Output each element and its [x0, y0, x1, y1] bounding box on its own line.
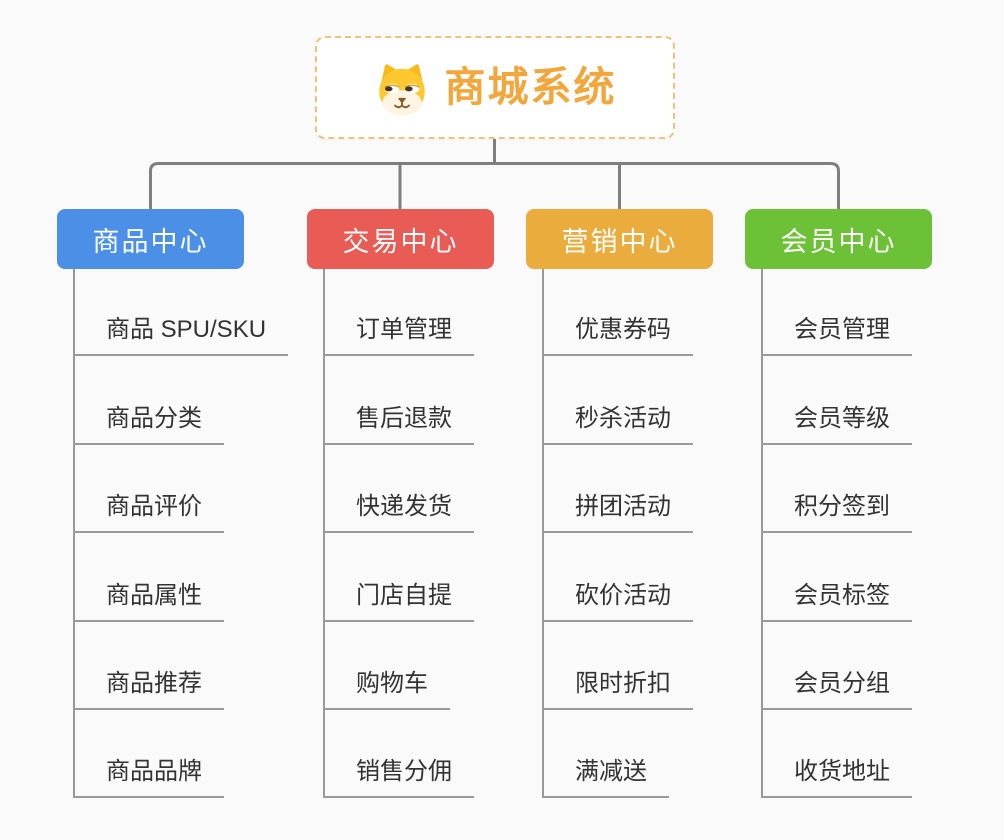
- sub-topic-label: 拼团活动: [542, 486, 693, 534]
- sub-topic-label: 会员标签: [761, 575, 912, 622]
- root-title: 商城系统: [444, 64, 617, 110]
- sub-topic-label: 商品 SPU/SKU: [73, 309, 289, 357]
- sub-topic-label: 商品分类: [73, 398, 224, 445]
- sub-topic-label: 销售分佣: [323, 751, 474, 799]
- branch-items: 商品 SPU/SKU 商品分类商品评价商品属性商品推荐商品品牌: [73, 268, 289, 799]
- branch-header-1[interactable]: 商品中心: [57, 209, 244, 269]
- sub-topic-label: 订单管理: [323, 309, 474, 357]
- branch-column: 交易中心 订单管理售后退款快递发货门店自提购物车销售分佣: [307, 209, 494, 799]
- branch-column: 商品中心 商品 SPU/SKU 商品分类商品评价商品属性商品推荐商品品牌: [57, 209, 289, 799]
- sub-topic-label: 快递发货: [323, 486, 474, 534]
- branch-header-2[interactable]: 交易中心: [307, 209, 494, 269]
- sub-topic-label: 商品推荐: [73, 663, 224, 710]
- branch-label: 交易中心: [342, 226, 459, 257]
- branch-header-4[interactable]: 会员中心: [745, 209, 932, 269]
- branch-header-3[interactable]: 营销中心: [526, 209, 713, 269]
- sub-topic-label: 会员管理: [761, 309, 912, 357]
- branch-column: 营销中心 优惠券码秒杀活动拼团活动砍价活动限时折扣满减送: [526, 209, 713, 799]
- sub-topic-label: 优惠券码: [542, 309, 693, 357]
- sub-topic[interactable]: 拼团活动: [542, 445, 693, 534]
- sub-topic[interactable]: 会员标签: [761, 533, 912, 622]
- sub-topic-label: 会员等级: [761, 398, 912, 445]
- branch-trunk-line: [73, 269, 75, 798]
- sub-topic[interactable]: 销售分佣: [323, 710, 474, 799]
- sub-topic[interactable]: 商品推荐: [73, 622, 288, 710]
- sub-topic[interactable]: 收货地址: [761, 710, 912, 799]
- sub-topic[interactable]: 会员管理: [761, 268, 912, 357]
- branch-label: 会员中心: [780, 226, 897, 257]
- sub-topic-label: 售后退款: [323, 398, 474, 445]
- branch-items: 订单管理售后退款快递发货门店自提购物车销售分佣: [323, 268, 474, 799]
- sub-topic[interactable]: 会员分组: [761, 622, 912, 710]
- sub-topic[interactable]: 商品品牌: [73, 710, 288, 799]
- sub-topic[interactable]: 砍价活动: [542, 533, 693, 622]
- sub-topic[interactable]: 快递发货: [323, 445, 474, 534]
- branch-label: 商品中心: [92, 226, 209, 257]
- sub-topic[interactable]: 商品评价: [73, 445, 288, 534]
- sub-topic[interactable]: 购物车: [323, 622, 474, 710]
- sub-topic-label: 商品品牌: [73, 751, 224, 799]
- sub-topic[interactable]: 门店自提: [323, 533, 474, 622]
- sub-topic[interactable]: 限时折扣: [542, 622, 693, 710]
- branch-trunk-line: [542, 269, 544, 798]
- branch-label: 营销中心: [561, 226, 678, 257]
- sub-topic[interactable]: 会员等级: [761, 356, 912, 445]
- branch-column: 会员中心 会员管理会员等级积分签到会员标签会员分组收货地址: [745, 209, 932, 799]
- sub-topic[interactable]: 优惠券码: [542, 268, 693, 357]
- sub-topic[interactable]: 商品属性: [73, 533, 288, 622]
- sub-topic[interactable]: 商品 SPU/SKU: [73, 268, 289, 357]
- branch-items: 会员管理会员等级积分签到会员标签会员分组收货地址: [761, 268, 912, 799]
- sub-topic-label: 会员分组: [761, 663, 912, 710]
- sub-topic[interactable]: 售后退款: [323, 356, 474, 445]
- sub-topic-label: 门店自提: [323, 575, 474, 622]
- sub-topic-label: 积分签到: [761, 486, 912, 534]
- sub-topic-label: 秒杀活动: [542, 398, 693, 445]
- sub-topic[interactable]: 秒杀活动: [542, 356, 693, 445]
- sub-topic[interactable]: 商品分类: [73, 356, 288, 445]
- sub-topic-label: 收货地址: [761, 751, 912, 799]
- sub-topic-label: 砍价活动: [542, 575, 693, 622]
- sub-topic[interactable]: 积分签到: [761, 445, 912, 534]
- sub-topic-label: 满减送: [542, 751, 669, 799]
- branch-trunk-line: [323, 269, 325, 798]
- sub-topic[interactable]: 满减送: [542, 710, 693, 799]
- sub-topic[interactable]: 订单管理: [323, 268, 474, 357]
- sub-topic-label: 限时折扣: [542, 663, 693, 710]
- branch-items: 优惠券码秒杀活动拼团活动砍价活动限时折扣满减送: [542, 268, 693, 799]
- branch-trunk-line: [761, 269, 763, 798]
- shiba-dog-icon: [374, 60, 430, 116]
- sub-topic-label: 商品评价: [73, 486, 224, 534]
- sub-topic-label: 购物车: [323, 663, 450, 710]
- sub-topic-label: 商品属性: [73, 575, 224, 622]
- root-node[interactable]: 商城系统: [315, 36, 675, 139]
